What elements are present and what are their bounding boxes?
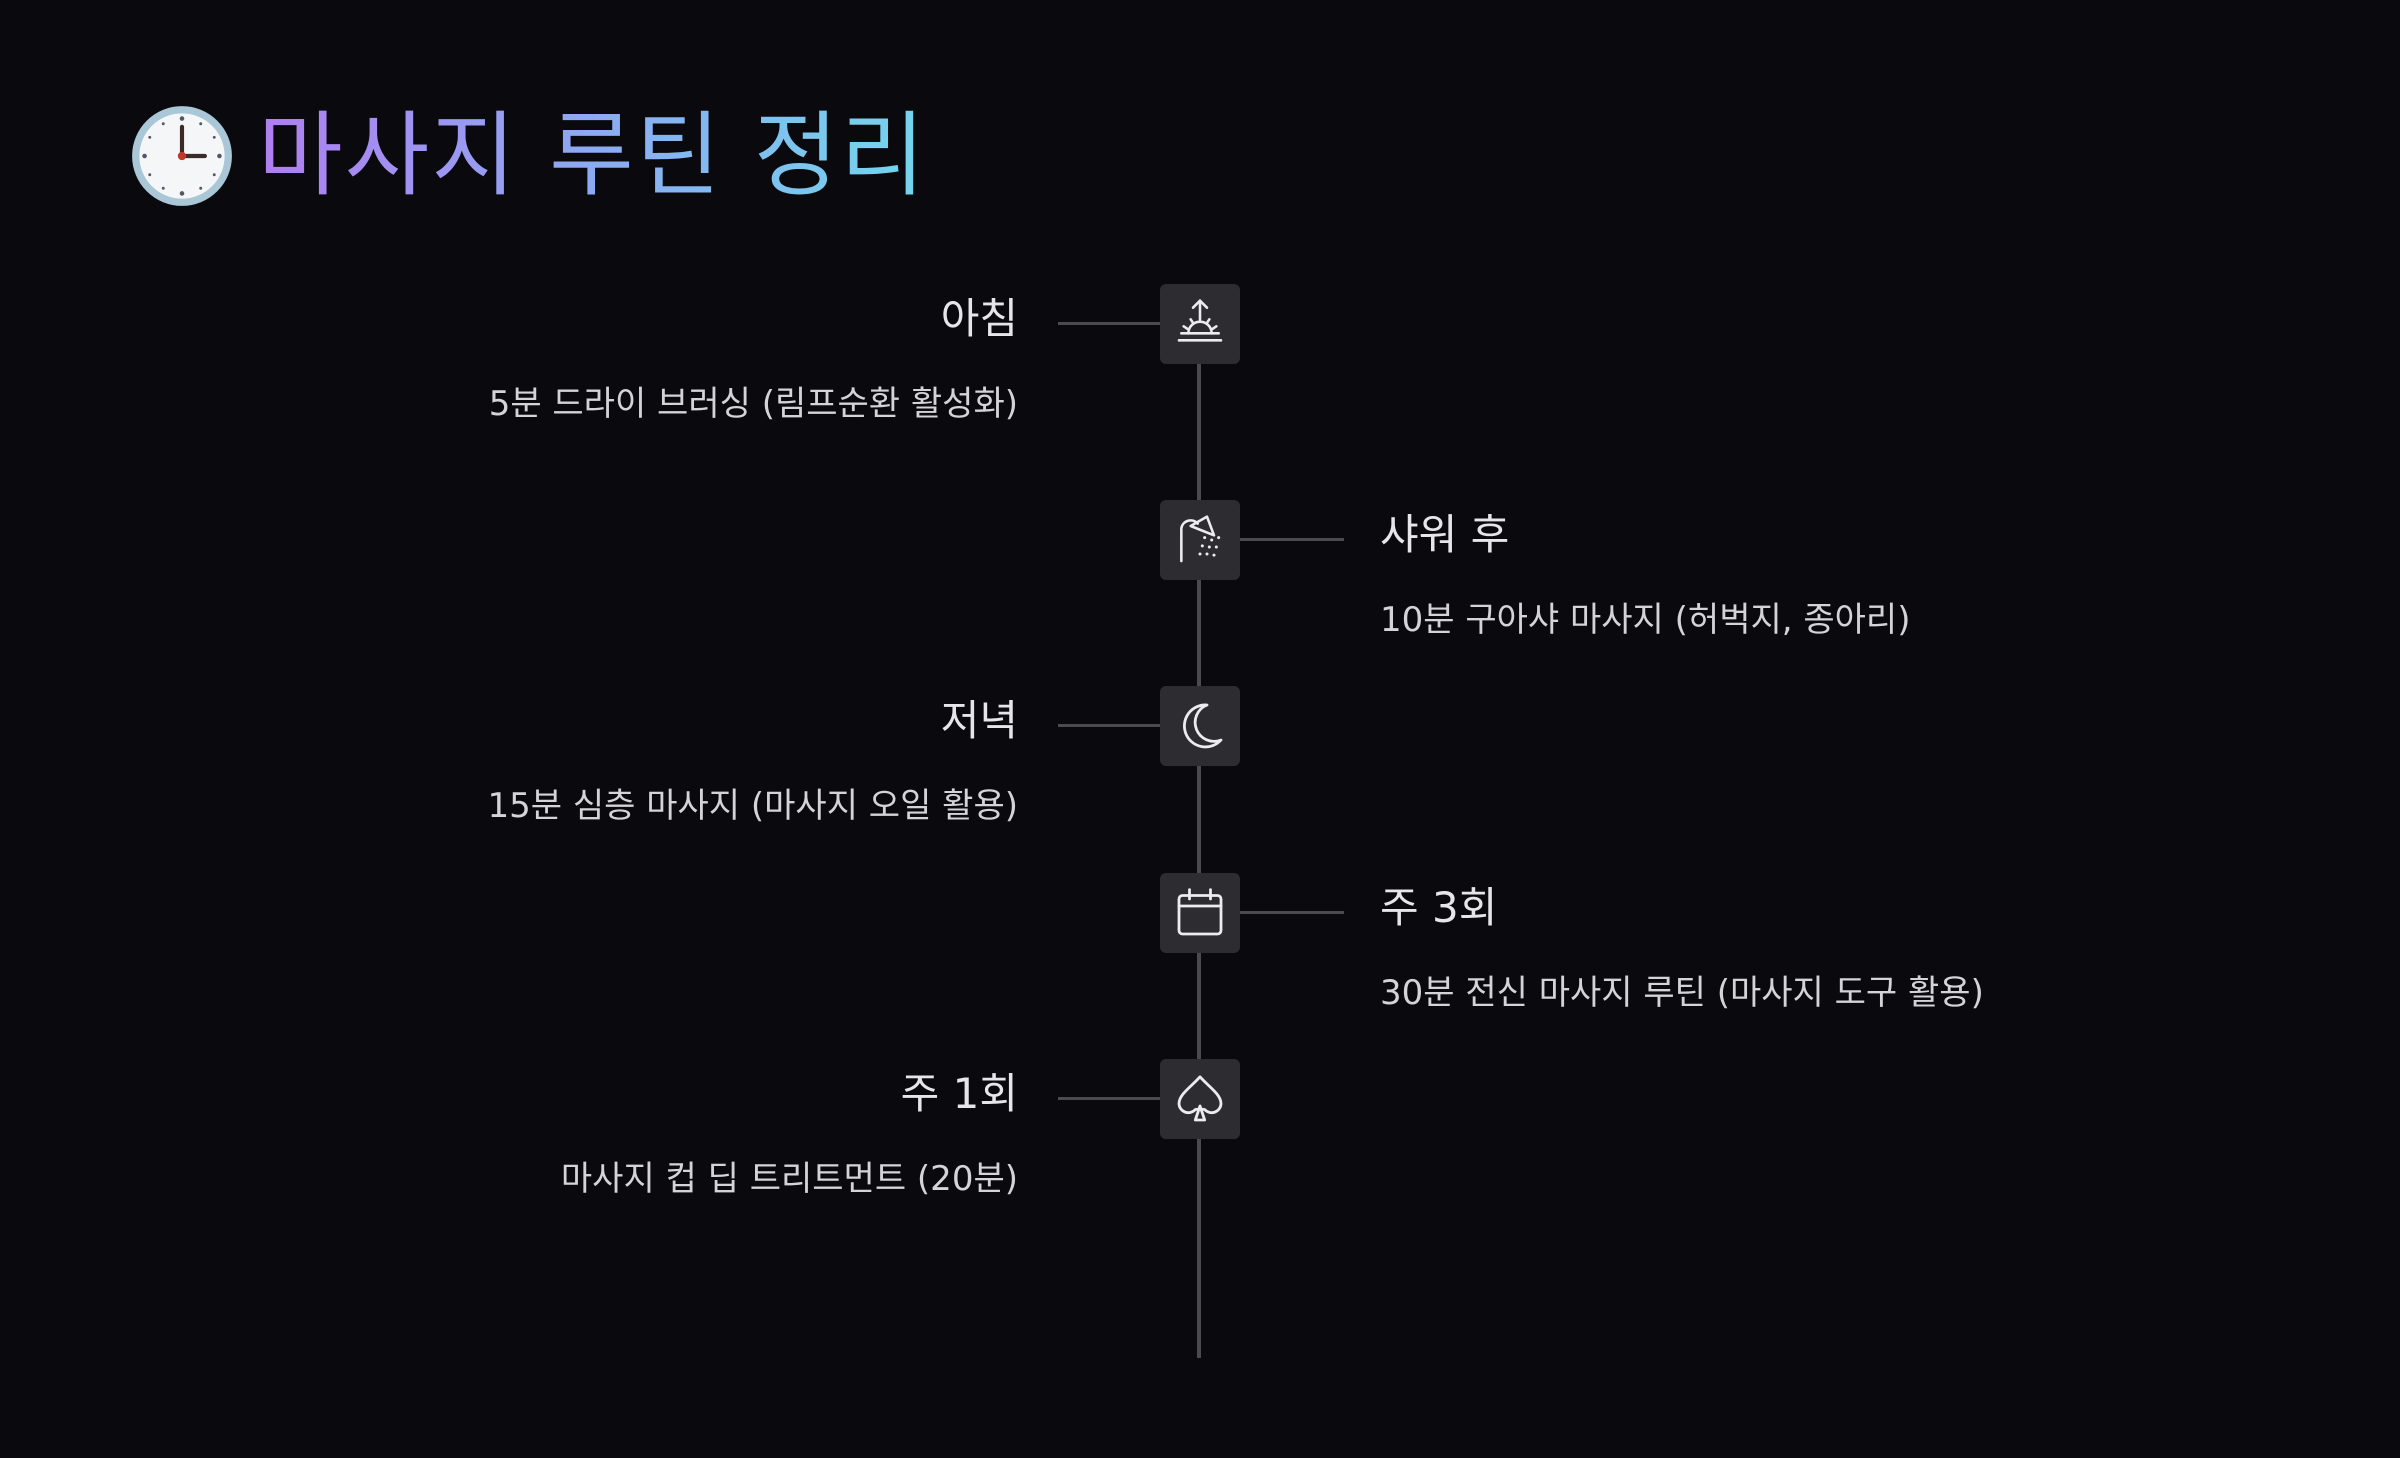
timeline-item-description: 5분 드라이 브러싱 (림프순환 활성화) bbox=[488, 384, 1018, 424]
spade-icon bbox=[1177, 1075, 1223, 1122]
connector bbox=[1058, 1097, 1160, 1100]
timeline-node bbox=[1160, 1059, 1240, 1139]
timeline-item-description: 30분 전신 마사지 루틴 (마사지 도구 활용) bbox=[1380, 973, 1984, 1013]
timeline-node bbox=[1160, 686, 1240, 766]
timeline-node bbox=[1160, 873, 1240, 953]
shower-icon bbox=[1180, 515, 1221, 563]
connector bbox=[1058, 724, 1160, 727]
connector bbox=[1240, 911, 1344, 914]
timeline-item-title: 아침 bbox=[940, 294, 1018, 343]
connector bbox=[1240, 538, 1344, 541]
timeline-item-title: 저녁 bbox=[940, 696, 1018, 745]
timeline-item-description: 마사지 컵 딥 트리트먼트 (20분) bbox=[560, 1159, 1018, 1199]
page-title: 마사지 루틴 정리 bbox=[258, 102, 927, 209]
timeline-item-title: 주 3회 bbox=[1380, 883, 1498, 932]
timeline-node bbox=[1160, 284, 1240, 364]
calendar-icon bbox=[1177, 888, 1223, 936]
timeline-item-description: 10분 구아샤 마사지 (허벅지, 종아리) bbox=[1380, 600, 1911, 640]
timeline-node bbox=[1160, 500, 1240, 580]
sunrise-icon bbox=[1177, 299, 1223, 342]
clock-icon bbox=[132, 106, 232, 206]
connector bbox=[1058, 322, 1160, 325]
moon-icon bbox=[1183, 703, 1223, 749]
timeline-item-description: 15분 심층 마사지 (마사지 오일 활용) bbox=[487, 786, 1018, 826]
timeline-axis bbox=[1197, 290, 1201, 1358]
page-header: 마사지 루틴 정리 bbox=[130, 96, 927, 216]
timeline-item-title: 주 1회 bbox=[900, 1069, 1018, 1118]
timeline-item-title: 샤워 후 bbox=[1380, 510, 1510, 559]
